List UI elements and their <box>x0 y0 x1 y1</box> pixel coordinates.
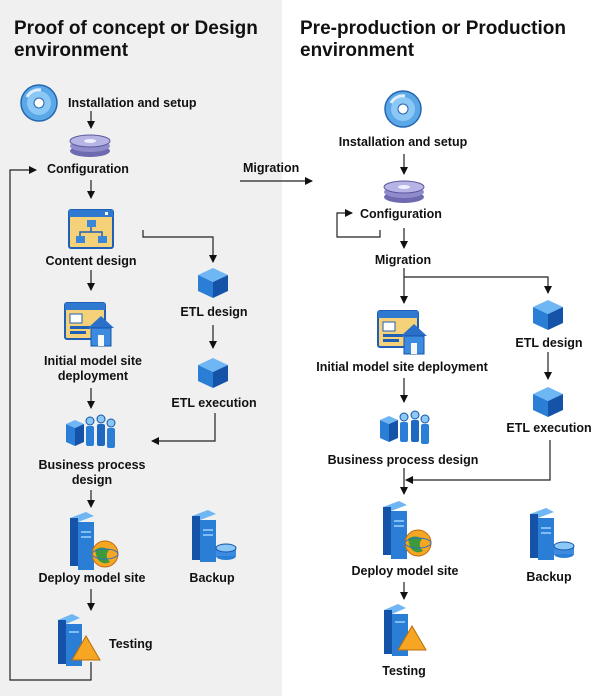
right-deploy-label: Deploy model site <box>351 564 459 578</box>
right-backup-label: Backup <box>526 570 572 584</box>
left-deploy-label: Deploy model site <box>38 571 146 585</box>
business-process-people-icon <box>380 410 430 444</box>
initial-model-site-icon <box>377 310 427 355</box>
arrow-testing-loop-left <box>9 166 92 681</box>
backup-server-icon <box>530 508 575 560</box>
left-installation-label: Installation and setup <box>68 96 197 110</box>
etl-cube-icon <box>533 300 563 330</box>
backup-server-icon <box>192 510 237 562</box>
testing-server-warning-icon <box>58 614 101 666</box>
right-etl-design-label: ETL design <box>515 336 583 350</box>
left-environment-title: Proof of concept or Design environment <box>14 18 258 61</box>
left-backup-label: Backup <box>189 571 235 585</box>
disc-icon <box>20 84 58 122</box>
right-etl-execution-label: ETL execution <box>506 421 592 435</box>
arrow-config-loop-right <box>336 209 381 238</box>
arrow-etlexec-to-business-right <box>405 440 551 484</box>
arrow-etlexec-to-business-left <box>151 413 216 445</box>
left-etl-execution-label: ETL execution <box>171 396 257 410</box>
content-design-window-icon <box>68 209 114 249</box>
arrow-migration-to-etl-right <box>404 276 552 294</box>
left-business-process-label: Business process design <box>38 458 146 487</box>
left-content-design-label: Content design <box>45 254 137 268</box>
initial-model-site-icon <box>64 302 114 347</box>
right-migration-label: Migration <box>374 253 432 267</box>
right-testing-label: Testing <box>382 664 426 678</box>
migration-arrow-label: Migration <box>243 161 300 175</box>
right-installation-label: Installation and setup <box>338 135 468 149</box>
deploy-server-globe-icon <box>70 512 119 570</box>
etl-cube-icon <box>198 268 228 298</box>
left-etl-design-label: ETL design <box>180 305 248 319</box>
left-configuration-label: Configuration <box>47 162 129 176</box>
left-testing-label: Testing <box>109 637 153 651</box>
testing-server-warning-icon <box>384 604 427 656</box>
arrow-content-to-etl-left <box>142 230 217 263</box>
etl-execution-cube-icon <box>198 358 228 388</box>
right-initial-model-label: Initial model site deployment <box>316 360 488 374</box>
disc-icon <box>384 90 422 128</box>
right-business-process-label: Business process design <box>327 453 479 467</box>
configuration-disks-icon <box>69 134 111 157</box>
etl-execution-cube-icon <box>533 387 563 417</box>
right-environment-title: Pre-production or Production environment <box>300 18 566 61</box>
business-process-people-icon <box>66 414 116 448</box>
deploy-server-globe-icon <box>383 501 432 559</box>
configuration-disks-icon <box>383 180 425 203</box>
left-initial-model-label: Initial model site deployment <box>44 354 142 383</box>
right-configuration-label: Configuration <box>360 207 442 221</box>
